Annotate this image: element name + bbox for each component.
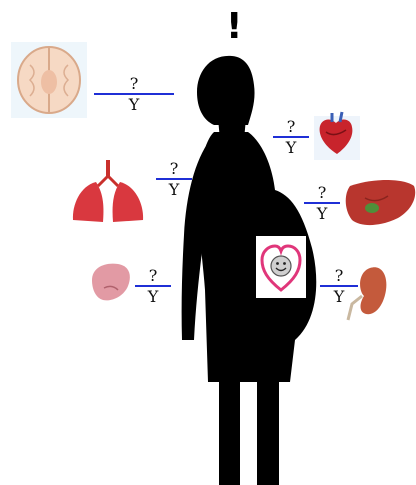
- liver-denominator: Y: [304, 206, 340, 222]
- brain-denominator: Y: [94, 97, 174, 113]
- spleen-icon: [92, 264, 130, 301]
- spleen-denominator: Y: [135, 289, 171, 305]
- lungs-denominator: Y: [156, 182, 192, 198]
- lungs-icon: [73, 160, 143, 222]
- alert-mark: !: [226, 6, 242, 47]
- heart-denominator: Y: [273, 140, 309, 156]
- brain-icon: [11, 42, 87, 118]
- kidney-denominator: Y: [320, 289, 358, 305]
- spleen-numerator: ?: [135, 268, 171, 285]
- fetus-heart-icon: [256, 236, 306, 298]
- brain-numerator: ?: [94, 76, 174, 93]
- kidney-fraction: ? Y: [320, 268, 358, 305]
- lungs-numerator: ?: [156, 161, 192, 178]
- brain-fraction: ? Y: [94, 76, 174, 113]
- liver-numerator: ?: [304, 185, 340, 202]
- spleen-fraction: ? Y: [135, 268, 171, 305]
- heart-icon: [314, 112, 360, 160]
- lungs-fraction: ? Y: [156, 161, 192, 198]
- kidney-numerator: ?: [320, 268, 358, 285]
- liver-icon: [346, 180, 415, 225]
- heart-fraction: ? Y: [273, 119, 309, 156]
- heart-numerator: ?: [273, 119, 309, 136]
- liver-fraction: ? Y: [304, 185, 340, 222]
